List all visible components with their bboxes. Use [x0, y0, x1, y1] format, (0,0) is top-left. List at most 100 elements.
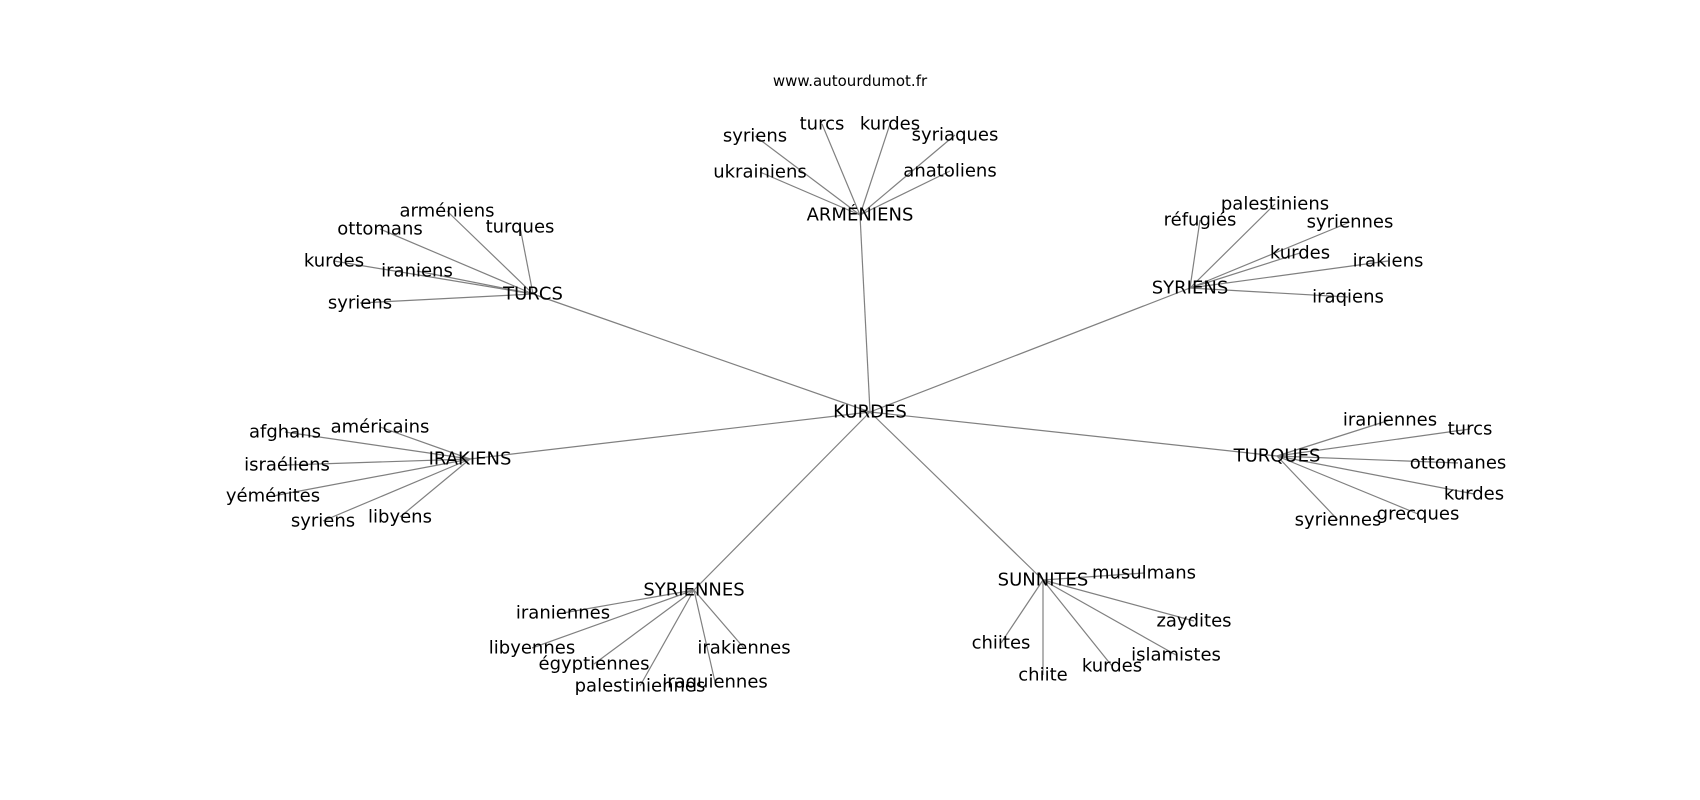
- edge-hub-leaf: [1042, 579, 1177, 656]
- edge-root-hub: [869, 411, 1044, 581]
- leaf-node-label: kurdes: [304, 251, 364, 272]
- leaf-node-label: kurdes: [1082, 656, 1142, 677]
- leaf-node-label: arméniens: [400, 201, 495, 222]
- leaf-node-label: irakiens: [1353, 251, 1424, 272]
- edge-hub-leaf: [693, 589, 745, 649]
- edge-hub-leaf: [1276, 455, 1339, 521]
- edge-hub-leaf: [639, 589, 695, 687]
- leaf-node-label: syriennes: [1295, 510, 1382, 531]
- edge-hub-leaf: [322, 458, 471, 522]
- edge-root-hub: [532, 293, 871, 413]
- leaf-node-label: iraqiens: [1312, 287, 1384, 308]
- edge-hub-leaf: [693, 589, 716, 683]
- edge-hub-leaf: [1042, 579, 1113, 667]
- leaf-node-label: égyptiennes: [539, 654, 650, 675]
- edge-hub-leaf: [1276, 455, 1459, 464]
- edge-hub-leaf: [531, 589, 695, 649]
- leaf-node-label: grecques: [1377, 504, 1460, 525]
- edge-hub-leaf: [1189, 221, 1351, 289]
- edge-hub-leaf: [1042, 579, 1195, 622]
- hub-node-label: SYRIENS: [1152, 278, 1229, 299]
- edge-hub-leaf: [859, 123, 891, 216]
- leaf-node-label: réfugiés: [1164, 210, 1237, 231]
- hub-node-label: TURCS: [502, 284, 563, 305]
- edge-hub-leaf: [1042, 572, 1145, 581]
- edge-hub-leaf: [1189, 219, 1201, 289]
- edge-hub-leaf: [286, 458, 471, 466]
- leaf-node-label: syriennes: [1307, 212, 1394, 233]
- edge-hub-leaf: [1189, 203, 1276, 289]
- edge-hub-leaf: [593, 589, 695, 665]
- edge-hub-leaf: [272, 458, 471, 497]
- leaf-node-label: iraquiennes: [662, 672, 768, 693]
- leaf-node-label: zaydites: [1156, 611, 1231, 632]
- leaf-node-label: chiite: [1018, 665, 1067, 686]
- leaf-node-label: ottomanes: [1410, 453, 1507, 474]
- edge-hub-leaf: [416, 270, 534, 295]
- leaf-node-label: israéliens: [244, 455, 330, 476]
- edge-hub-leaf: [284, 431, 471, 460]
- leaf-node-label: yéménites: [226, 486, 320, 507]
- edge-hub-leaf: [1000, 579, 1044, 644]
- leaf-node-label: libyens: [368, 507, 432, 528]
- edge-hub-leaf: [859, 170, 951, 216]
- hub-node-label: SYRIENNES: [643, 580, 744, 601]
- edge-hub-leaf: [1189, 260, 1389, 289]
- leaf-node-label: syriens: [723, 126, 787, 147]
- leaf-node-label: kurdes: [1270, 243, 1330, 264]
- edge-hub-leaf: [562, 589, 695, 614]
- edge-root-hub: [693, 411, 871, 591]
- leaf-node-label: iraniens: [381, 261, 453, 282]
- hub-node-label: IRAKIENS: [429, 449, 512, 470]
- edge-hub-leaf: [1276, 455, 1475, 495]
- leaf-node-label: turcs: [1448, 419, 1493, 440]
- edge-hub-leaf: [519, 226, 534, 295]
- leaf-node-label: ottomans: [337, 219, 423, 240]
- edge-hub-leaf: [1276, 428, 1471, 457]
- edge-hub-leaf: [359, 293, 534, 304]
- leaf-node-label: chiites: [972, 633, 1031, 654]
- edge-hub-leaf: [379, 228, 534, 295]
- leaf-node-label: musulmans: [1092, 563, 1196, 584]
- leaf-node-label: ukrainiens: [713, 162, 807, 183]
- leaf-node-label: américains: [331, 417, 430, 438]
- edge-hub-leaf: [821, 123, 861, 216]
- leaf-node-label: islamistes: [1131, 645, 1221, 666]
- hub-node-label: ARMÉNIENS: [807, 204, 914, 226]
- edge-hub-leaf: [859, 134, 956, 216]
- edge-hub-leaf: [1189, 287, 1349, 298]
- edge-hub-leaf: [1276, 419, 1391, 457]
- leaf-node-label: palestiniens: [1221, 194, 1329, 215]
- leaf-node-label: libyennes: [489, 638, 575, 659]
- leaf-node-label: syriens: [291, 511, 355, 532]
- leaf-node-label: turcs: [800, 114, 845, 135]
- leaf-node-label: iraniennes: [516, 603, 610, 624]
- leaf-node-label: irakiennes: [697, 638, 790, 659]
- edge-hub-leaf: [446, 210, 534, 295]
- edge-hub-leaf: [1276, 455, 1419, 515]
- edge-root-hub: [869, 287, 1191, 413]
- leaf-node-label: kurdes: [860, 114, 920, 135]
- edge-hub-leaf: [754, 135, 861, 216]
- hub-node-label: TURQUES: [1233, 446, 1321, 467]
- root-node-label: KURDES: [833, 402, 907, 423]
- leaf-node-label: syriaques: [912, 125, 999, 146]
- edge-root-hub: [869, 411, 1278, 457]
- leaf-node-label: palestiniennes: [575, 676, 706, 697]
- leaf-node-label: turques: [486, 217, 555, 238]
- edge-hub-leaf: [399, 458, 471, 518]
- leaf-node-label: kurdes: [1444, 484, 1504, 505]
- edge-root-hub: [469, 411, 871, 460]
- edge-root-hub: [859, 214, 871, 413]
- hub-node-label: SUNNITES: [998, 570, 1089, 591]
- edge-hub-leaf: [759, 171, 861, 216]
- leaf-node-label: afghans: [249, 422, 321, 443]
- leaf-node-label: syriens: [328, 293, 392, 314]
- leaf-node-label: anatoliens: [903, 161, 996, 182]
- watermark: www.autourdumot.fr: [772, 72, 928, 90]
- edge-hub-leaf: [379, 426, 471, 460]
- edge-hub-leaf: [333, 260, 534, 295]
- edge-hub-leaf: [1189, 252, 1301, 289]
- leaf-node-label: iraniennes: [1343, 410, 1437, 431]
